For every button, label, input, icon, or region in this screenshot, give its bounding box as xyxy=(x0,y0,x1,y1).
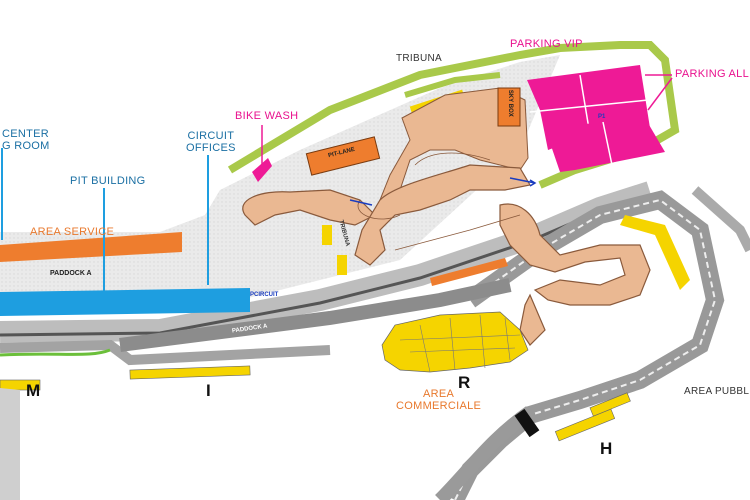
mx-track-winding-3 xyxy=(519,293,546,346)
parking-all-pointer-2 xyxy=(647,77,673,111)
mx-track-line xyxy=(357,152,521,251)
bike-wash-label: BIKE WASH xyxy=(235,110,299,122)
blue-arrow-2 xyxy=(349,199,373,206)
green-border-inner xyxy=(404,72,501,98)
mx-track-winding-1 xyxy=(354,164,531,266)
mx-track-loop-1 xyxy=(242,189,377,226)
p-circuit-label: PCIRCUIT xyxy=(250,292,279,298)
pit-lane-box xyxy=(305,136,381,176)
zone-h-label: H xyxy=(600,439,613,458)
bike-wash-area xyxy=(252,158,272,182)
center-label-line2: G ROOM xyxy=(2,140,50,153)
parking-lower xyxy=(545,118,665,172)
circuit-offices-line2: OFFICES xyxy=(186,142,236,155)
paddock-a-track xyxy=(119,278,512,352)
area-pubblico-label: AREA PUBBLICO xyxy=(684,386,750,397)
commerciale-grid xyxy=(399,314,521,373)
parking-all-label: PARKING ALL xyxy=(675,68,750,80)
lower-left-block xyxy=(0,388,20,500)
sky-box-label: SKY BOX xyxy=(506,89,513,117)
center-label: CENTER G ROOM xyxy=(2,128,50,152)
area-commerciale-line2: COMMERCIALE xyxy=(396,400,482,413)
lower-straight xyxy=(0,339,331,366)
area-commerciale-label: AREA COMMERCIALE xyxy=(396,388,481,412)
paddock-a-label: PADDOCK A xyxy=(50,270,92,277)
pit-building-label: PIT BUILDING xyxy=(70,175,146,187)
parking-lower-grid xyxy=(602,121,613,166)
area-service-label: AREA SERVICE xyxy=(30,226,115,238)
yellow-strip-h1 xyxy=(554,408,616,442)
p1-label: P1 xyxy=(598,114,606,120)
yellow-stand-1 xyxy=(322,225,332,245)
circuit-offices-label: CIRCUIT OFFICES xyxy=(186,130,236,154)
yellow-stand-2 xyxy=(337,255,347,275)
paddock-a-bar xyxy=(0,288,250,316)
area-commerciale-line1: AREA xyxy=(423,388,455,400)
orange-strip-mid xyxy=(430,258,508,286)
sky-box xyxy=(497,87,521,127)
tribuna-top-label: TRIBUNA xyxy=(396,53,442,64)
yellow-strip-i xyxy=(129,365,251,380)
zone-r-label: R xyxy=(458,373,471,392)
zone-m-label: M xyxy=(26,381,41,400)
mx-track-winding-2 xyxy=(499,203,651,306)
center-label-line1: CENTER xyxy=(2,128,50,140)
circuit-offices-line1: CIRCUIT xyxy=(187,130,235,142)
lower-diagonal-road xyxy=(435,406,535,500)
yellow-right-arc xyxy=(620,215,690,290)
blue-arrow-1 xyxy=(509,177,537,187)
area-service-bar xyxy=(0,232,182,262)
bridge xyxy=(514,408,540,438)
far-right-road xyxy=(691,186,750,253)
left-curve-lower xyxy=(0,348,111,357)
yellow-strip-h2 xyxy=(589,392,631,417)
parking-vip-label: PARKING VIP xyxy=(510,38,583,50)
zone-i-label: I xyxy=(206,381,211,400)
area-commerciale-stands xyxy=(381,311,529,373)
